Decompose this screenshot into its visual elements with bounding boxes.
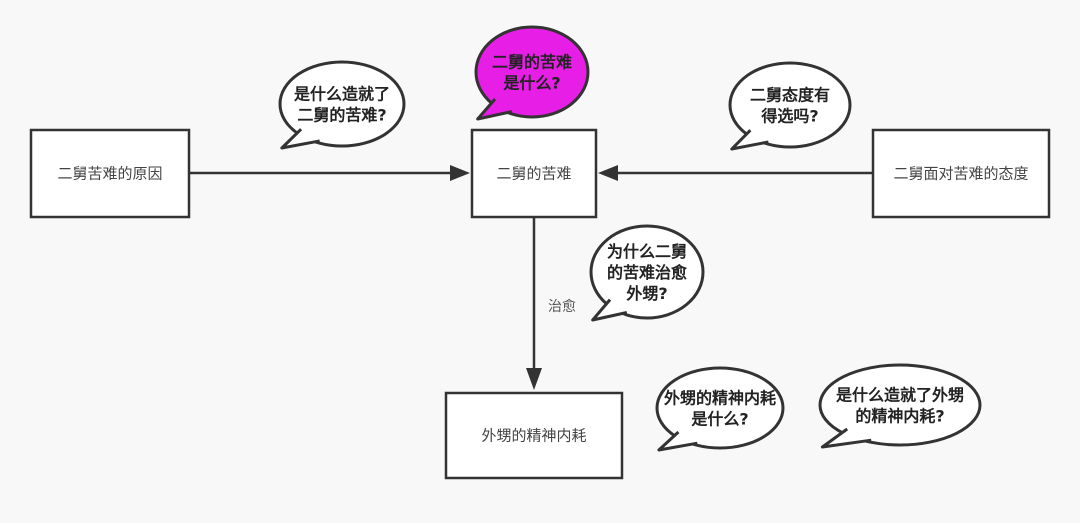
edge-label-heal: 治愈 bbox=[548, 299, 576, 315]
speech-bubble[interactable]: 二舅的苦难是什么? bbox=[474, 25, 590, 121]
bubble-tail bbox=[591, 298, 628, 322]
bubble-line: 是什么造就了外甥 bbox=[835, 386, 964, 405]
bubble-text: 为什么二舅的苦难治愈外甥? bbox=[607, 242, 688, 303]
node-label: 二舅面对苦难的态度 bbox=[893, 165, 1028, 183]
bubble-text: 是什么造就了外甥的精神内耗? bbox=[835, 386, 964, 426]
node-label: 二舅苦难的原因 bbox=[57, 165, 162, 183]
node-label: 二舅的苦难 bbox=[496, 165, 571, 183]
bubble-text: 二舅态度有得选吗? bbox=[750, 86, 830, 126]
bubble-line: 是什么? bbox=[690, 410, 748, 429]
node-cause[interactable]: 二舅苦难的原因 bbox=[29, 128, 191, 219]
node-attitude[interactable]: 二舅面对苦难的态度 bbox=[871, 128, 1051, 219]
speech-bubble[interactable]: 是什么造就了二舅的苦难? bbox=[278, 60, 406, 150]
node-label: 外甥的精神内耗 bbox=[481, 427, 586, 445]
bubble-text: 二舅的苦难是什么? bbox=[492, 53, 572, 93]
bubble-tail bbox=[657, 430, 698, 452]
bubble-text: 是什么造就了二舅的苦难? bbox=[293, 85, 390, 125]
bubble-line: 二舅态度有 bbox=[750, 86, 830, 105]
bubble-line: 二舅的苦难 bbox=[492, 53, 572, 72]
bubble-text: 外甥的精神内耗是什么? bbox=[663, 389, 776, 429]
bubble-body bbox=[728, 61, 852, 149]
bubble-line: 外甥? bbox=[625, 284, 667, 303]
bubble-tail bbox=[280, 128, 320, 150]
bubble-line: 二舅的苦难? bbox=[297, 106, 386, 125]
bubble-tail bbox=[730, 129, 769, 151]
speech-bubble[interactable]: 二舅态度有得选吗? bbox=[728, 61, 852, 151]
arrowhead bbox=[598, 165, 618, 181]
bubble-line: 为什么二舅 bbox=[607, 242, 687, 261]
bubble-tail bbox=[820, 427, 872, 449]
bubble-line: 的精神内耗? bbox=[855, 407, 944, 426]
bubble-line: 的苦难治愈 bbox=[607, 263, 688, 282]
node-nephew[interactable]: 外甥的精神内耗 bbox=[444, 391, 624, 480]
bubble-body bbox=[589, 224, 705, 320]
bubble-body bbox=[278, 60, 406, 148]
bubble-tail bbox=[476, 98, 513, 121]
node-suffering[interactable]: 二舅的苦难 bbox=[470, 128, 598, 219]
arrowhead bbox=[450, 165, 470, 181]
bubble-body bbox=[474, 25, 590, 119]
bubble-line: 得选吗? bbox=[760, 107, 818, 126]
bubble-line: 是什么? bbox=[502, 74, 560, 93]
bubble-body bbox=[818, 363, 982, 447]
speech-bubble[interactable]: 为什么二舅的苦难治愈外甥? bbox=[589, 224, 705, 322]
bubble-line: 外甥的精神内耗 bbox=[663, 389, 776, 408]
speech-bubble[interactable]: 外甥的精神内耗是什么? bbox=[655, 366, 785, 452]
speech-bubble[interactable]: 是什么造就了外甥的精神内耗? bbox=[818, 363, 982, 449]
bubble-line: 是什么造就了 bbox=[293, 85, 390, 104]
arrowhead bbox=[526, 368, 542, 390]
bubble-body bbox=[655, 366, 785, 450]
